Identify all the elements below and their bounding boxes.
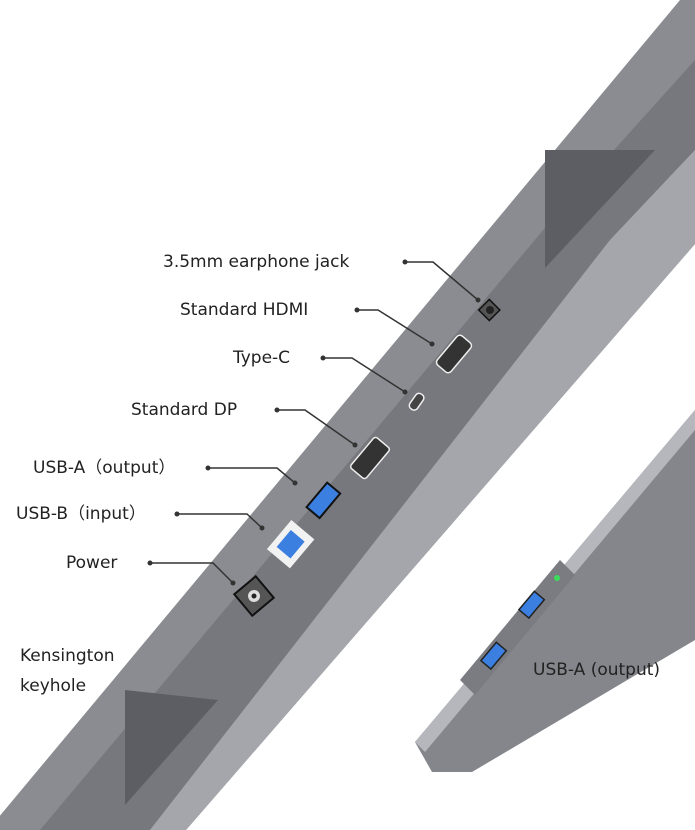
label-power: Power <box>66 553 118 573</box>
leader-dots <box>147 259 481 586</box>
side-usb-a-port-2 <box>479 641 508 671</box>
label-kensington-line1: Kensington <box>20 646 115 666</box>
usb-a-port <box>305 481 342 520</box>
label-earphone-jack: 3.5mm earphone jack <box>163 252 350 272</box>
label-dp: Standard DP <box>131 400 238 420</box>
label-usb-a: USB-A（output） <box>33 458 176 478</box>
hdmi-port <box>435 334 473 374</box>
bottom-notch <box>125 690 218 805</box>
label-kensington-line2: keyhole <box>20 676 87 696</box>
label-hdmi: Standard HDMI <box>180 300 309 320</box>
label-usb-b: USB-B（input） <box>16 504 146 524</box>
monitor-edge <box>150 150 695 830</box>
usb-b-port <box>276 530 305 559</box>
led-indicator <box>554 575 560 581</box>
type-c-port <box>408 392 425 411</box>
leader-lines <box>150 261 479 584</box>
label-type-c: Type-C <box>233 348 291 368</box>
dp-port <box>349 436 391 480</box>
side-usb-a-port-1 <box>517 590 546 620</box>
label-side-usb-a: USB-A (output) <box>533 660 661 680</box>
top-notch <box>545 150 655 268</box>
